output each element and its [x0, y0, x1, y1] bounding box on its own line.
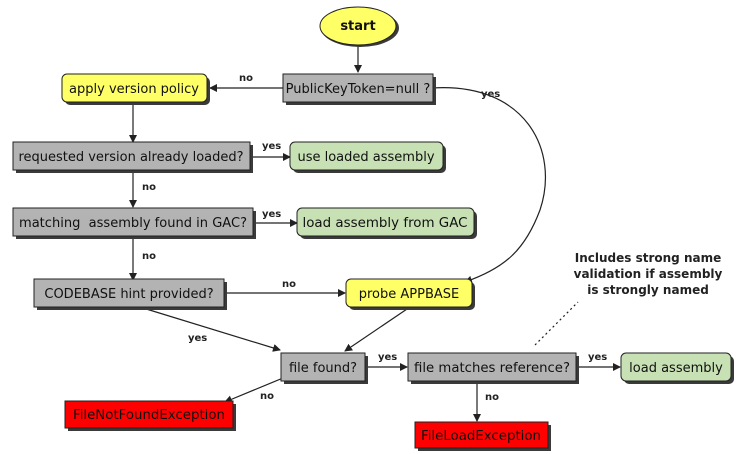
node-matches-label: file matches reference?: [414, 361, 570, 376]
node-load-assembly: load assembly: [620, 352, 734, 384]
strong-name-note: Includes strong name validation if assem…: [574, 251, 723, 297]
label-codebase-yes: yes: [188, 333, 207, 344]
label-found-yes: yes: [378, 352, 397, 363]
node-fnf-shape: [64, 400, 234, 429]
note-line-2: validation if assembly: [574, 267, 723, 281]
node-loaded-label: requested version already loaded?: [19, 150, 244, 165]
node-load-shape: [620, 352, 732, 382]
label-pkt-yes: yes: [481, 89, 500, 100]
node-pkt-shape: [282, 73, 434, 103]
edge-probe-to-found: [344, 306, 411, 352]
node-found-label: file found?: [289, 361, 357, 376]
label-codebase-no: no: [282, 279, 296, 290]
node-matching-gac: matching assembly found in GAC?: [12, 207, 256, 239]
node-codebase-label: CODEBASE hint provided?: [44, 287, 213, 302]
label-gac-yes: yes: [262, 209, 281, 220]
node-found-shape: [280, 352, 366, 382]
node-policy-shape: [61, 73, 208, 103]
edge-pkt-yes: [431, 87, 547, 284]
node-start-label: start: [340, 19, 375, 34]
note-line-1: Includes strong name: [575, 251, 721, 265]
node-gac-label: matching assembly found in GAC?: [19, 216, 247, 231]
node-load-gac-shape: [296, 207, 475, 237]
node-matches-shape: [407, 352, 577, 382]
label-found-no: no: [260, 391, 274, 402]
node-codebase-hint: CODEBASE hint provided?: [33, 278, 227, 310]
node-loaded-shape: [12, 141, 251, 171]
label-loaded-no: no: [142, 182, 156, 193]
label-gac-no: no: [142, 251, 156, 262]
node-file-matches: file matches reference?: [407, 352, 579, 384]
node-gac-shape: [12, 207, 254, 237]
label-pkt-no: no: [239, 73, 253, 84]
edge-found-no: [224, 377, 284, 404]
node-policy-label: apply version policy: [69, 82, 199, 97]
note-leader-line: [534, 301, 579, 346]
node-file-not-found-exception: FileNotFoundException: [64, 400, 236, 431]
node-load-from-gac: load assembly from GAC: [296, 207, 477, 239]
node-pkt-label: PublicKeyToken=null ?: [286, 82, 431, 97]
node-fle-label: FileLoadException: [421, 429, 541, 444]
node-apply-version-policy: apply version policy: [61, 73, 210, 105]
node-file-found: file found?: [280, 352, 368, 384]
label-matches-no: no: [485, 392, 499, 403]
node-use-loaded-label: use loaded assembly: [297, 150, 434, 165]
node-load-gac-label: load assembly from GAC: [303, 216, 468, 231]
node-start-shape: [319, 6, 397, 46]
label-loaded-yes: yes: [262, 141, 281, 152]
node-use-loaded-shape: [289, 141, 444, 171]
edge-codebase-yes: [142, 307, 281, 352]
node-codebase-shape: [33, 278, 225, 308]
node-fnf-label: FileNotFoundException: [73, 408, 225, 423]
note-line-3: is strongly named: [587, 283, 709, 297]
node-file-load-exception: FileLoadException: [414, 421, 551, 451]
node-probe-shape: [345, 278, 473, 308]
node-start: start: [319, 6, 399, 47]
edges: [129, 46, 621, 422]
edge-labels: no yes yes no yes no no yes yes no yes n…: [142, 73, 607, 403]
node-fle-shape: [414, 421, 549, 449]
node-requested-loaded: requested version already loaded?: [12, 141, 253, 173]
node-probe-label: probe APPBASE: [359, 287, 460, 302]
node-load-label: load assembly: [629, 361, 723, 376]
label-matches-yes: yes: [588, 352, 607, 363]
node-public-key-token: PublicKeyToken=null ?: [282, 73, 436, 105]
node-probe-appbase: probe APPBASE: [345, 278, 475, 310]
node-use-loaded: use loaded assembly: [289, 141, 446, 173]
